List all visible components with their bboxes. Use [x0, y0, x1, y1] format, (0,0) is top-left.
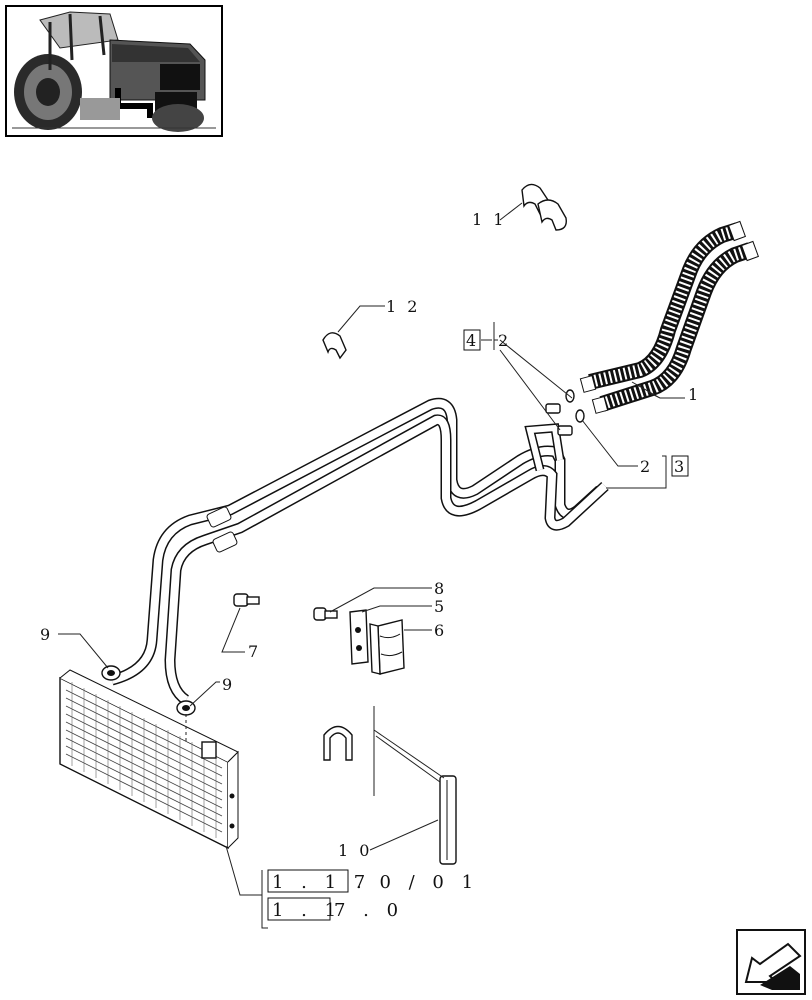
leader-9-left: [58, 633, 109, 669]
reference-2-rest-text: 7 . 0: [334, 900, 404, 921]
callout-4: 4: [466, 331, 479, 350]
leader-10: [369, 819, 439, 851]
clamp-part-11: [521, 183, 567, 231]
leader-10-bracket: [373, 706, 445, 796]
hose-clamp-part-9-right: [176, 700, 196, 716]
callout-2-upper: 2: [498, 331, 511, 350]
callout-5: 5: [434, 597, 447, 616]
oil-cooler-radiator: [59, 669, 239, 850]
bracket-3: [606, 455, 667, 489]
leader-8: [329, 587, 432, 613]
callout-7: 7: [248, 642, 261, 661]
leader-2-upper: [493, 322, 573, 431]
clamp-plate-part-5: [349, 609, 369, 665]
tractor-thumbnail: [5, 5, 223, 137]
callout-2-lower: 2: [640, 457, 653, 476]
reference-1-box-text: 1 . 1 7: [272, 872, 371, 893]
leader-11: [499, 202, 523, 221]
fittings-part-2: [545, 389, 585, 436]
leader-1: [631, 381, 685, 399]
callout-10: 1 0: [338, 841, 372, 860]
previous-page-arrow-icon[interactable]: [736, 929, 806, 995]
reference-2-box-text: 1 . 1: [272, 900, 342, 921]
ref-box-2: [267, 897, 331, 921]
callout-12: 1 2: [386, 297, 420, 316]
ref-box-3: [671, 455, 689, 477]
reference-bracket: [261, 870, 268, 929]
callout-1: 1: [688, 385, 701, 404]
leader-12: [337, 305, 385, 333]
callout-11: 1 1: [472, 210, 506, 229]
leader-9-right: [189, 681, 220, 707]
leader-2-lower: [581, 419, 638, 467]
hose-clamp-part-9-left: [101, 665, 121, 681]
callout-9-right: 9: [222, 675, 235, 694]
flexible-hoses-part-1: [579, 220, 760, 414]
clamp-block-part-6: [369, 619, 405, 675]
ref-box-1: [267, 869, 349, 893]
leader-reference: [225, 845, 262, 896]
reference-1-rest-text: . 0 / 0 1: [356, 872, 479, 893]
leader-7: [221, 607, 245, 653]
callout-6: 6: [434, 621, 447, 640]
rigid-pipes: [110, 397, 609, 705]
clip-part-12: [322, 332, 347, 360]
leader-5: [361, 605, 432, 613]
seal-profile-part-10: [323, 725, 457, 865]
screw-part-7: [233, 593, 260, 607]
callout-3: 3: [674, 457, 687, 476]
ref-box-4: [463, 329, 481, 351]
callout-8: 8: [434, 579, 447, 598]
callout-9-left: 9: [40, 625, 53, 644]
